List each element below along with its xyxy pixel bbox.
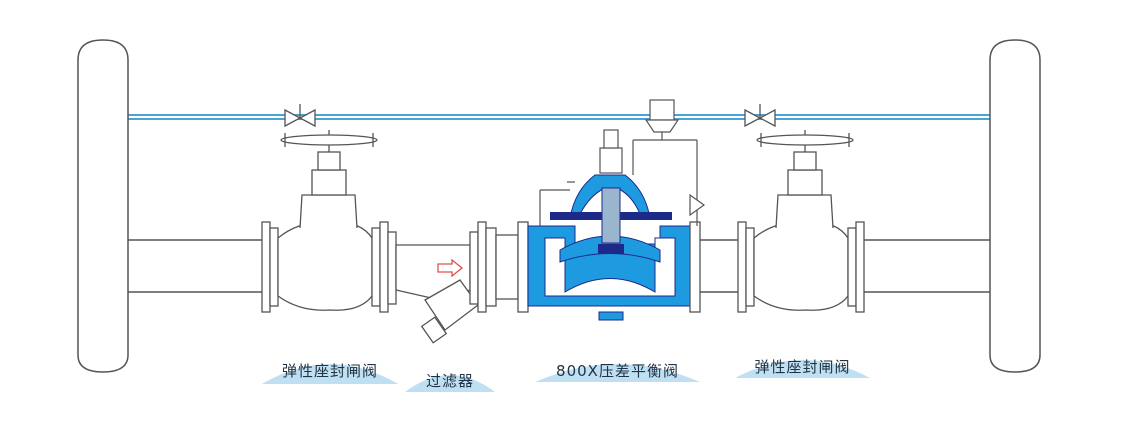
gate-valve-right-label: 弹性座封闸阀 [754, 358, 851, 376]
bypass-pipe [128, 114, 992, 120]
left-header-tank [77, 39, 129, 373]
balance-valve [517, 99, 706, 321]
strainer [387, 221, 519, 344]
gate-valve-left-label: 弹性座封闸阀 [281, 362, 378, 380]
right-header-tank [989, 39, 1041, 373]
balance-valve-label: 800X压差平衡阀 [556, 362, 679, 380]
gate-valve-right [737, 104, 865, 313]
flow-arrow [437, 258, 464, 278]
gate-valve-left [261, 104, 389, 313]
strainer-label: 过滤器 [425, 372, 474, 390]
label-washes [262, 360, 870, 392]
